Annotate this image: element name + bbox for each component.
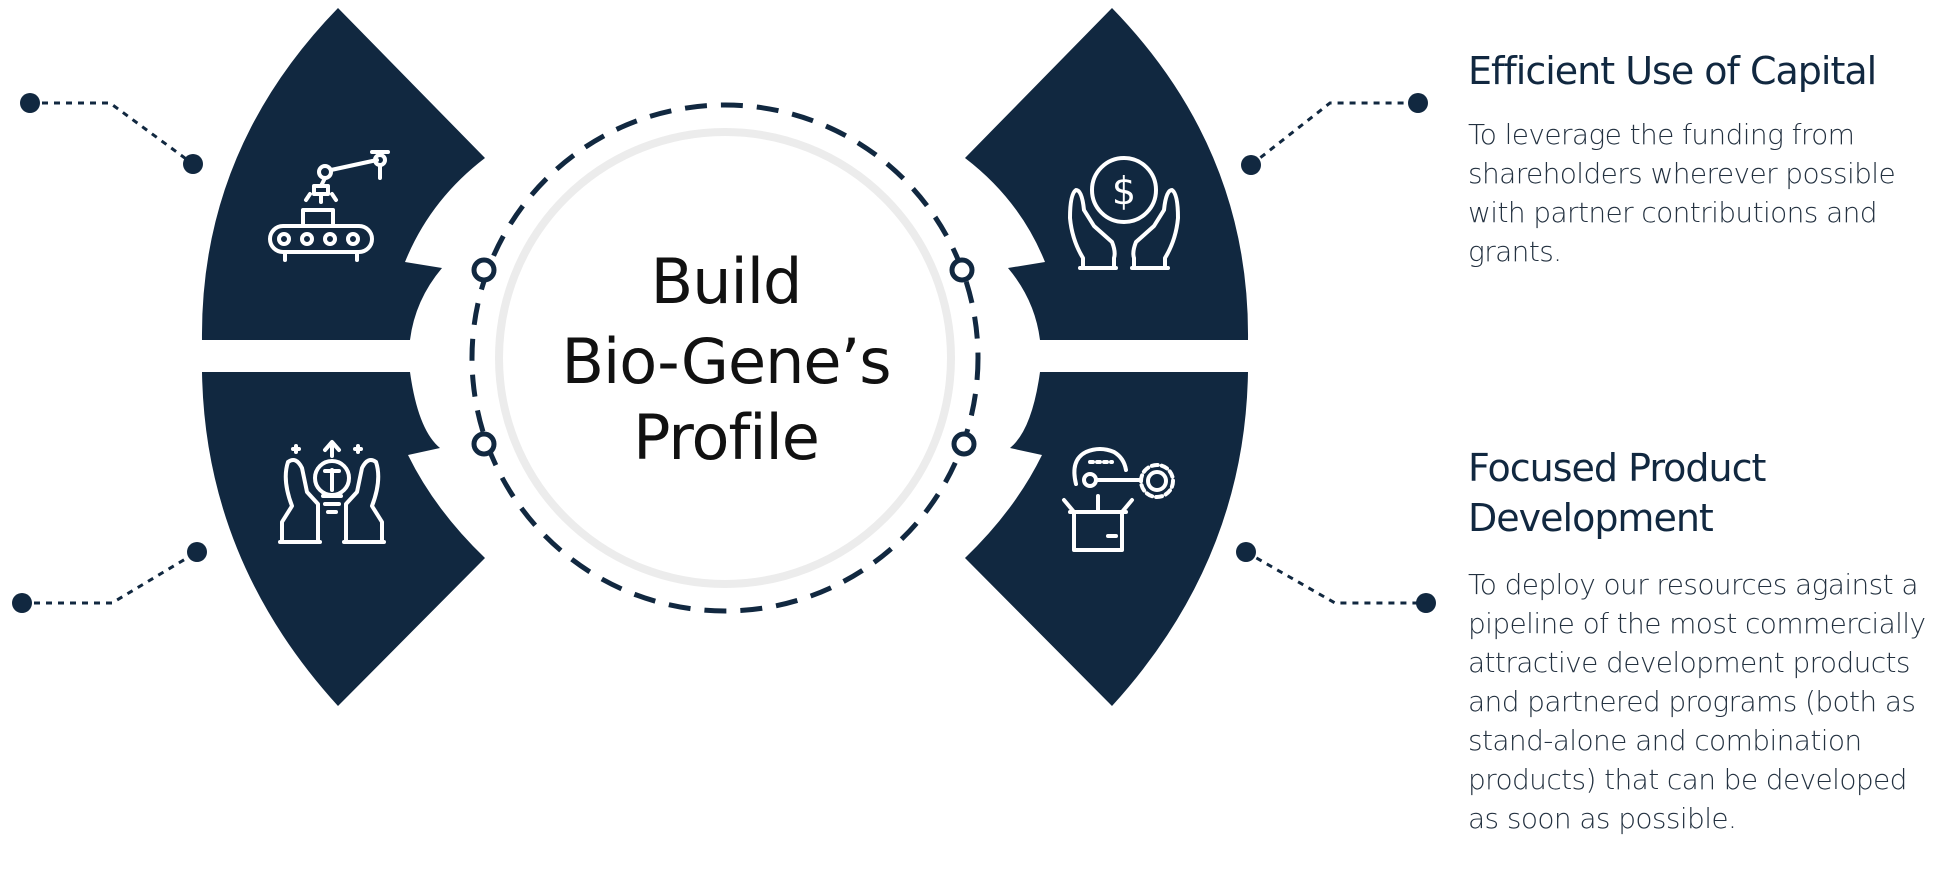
ring-connector-dot xyxy=(471,257,497,283)
leader-line-top-right xyxy=(1241,93,1428,175)
leader-line-top-left xyxy=(20,93,203,174)
hands-lightbulb-icon xyxy=(278,440,386,544)
segment-top-right xyxy=(965,8,1249,340)
center-label-line2: Bio-Gene’s xyxy=(561,325,890,398)
section-efficient-capital-body: To leverage the funding from shareholder… xyxy=(1468,118,1896,268)
svg-text:$: $ xyxy=(1112,169,1136,213)
segment-top-left xyxy=(201,8,485,340)
section-product-development-title: Focused Product Development xyxy=(1468,443,1938,543)
ring-connector-dot xyxy=(949,257,975,283)
section-product-title-line1: Focused Product xyxy=(1468,446,1766,490)
center-label: Build Bio-Gene’s Profile xyxy=(561,245,891,474)
ring-connector-dot xyxy=(471,431,497,457)
lightbulb-box-gear-icon xyxy=(1062,447,1175,552)
ring-connector-dot xyxy=(951,431,977,457)
hands-dollar-coin-icon: $ xyxy=(1068,156,1180,270)
center-circle xyxy=(495,128,955,588)
section-product-development-body: To deploy our resources against a pipeli… xyxy=(1468,568,1926,835)
center-label-line3: Profile xyxy=(633,401,819,474)
segment-bottom-right xyxy=(965,372,1248,706)
segment-bottom-left xyxy=(202,372,485,706)
leader-line-bottom-right xyxy=(1236,542,1436,613)
section-product-title-line2: Development xyxy=(1468,496,1714,540)
center-label-line1: Build xyxy=(651,245,802,318)
robotic-arm-conveyor-icon xyxy=(268,150,390,262)
leader-line-bottom-left xyxy=(12,542,207,613)
dashed-ring xyxy=(469,102,981,614)
section-efficient-capital-title: Efficient Use of Capital xyxy=(1468,49,1877,93)
